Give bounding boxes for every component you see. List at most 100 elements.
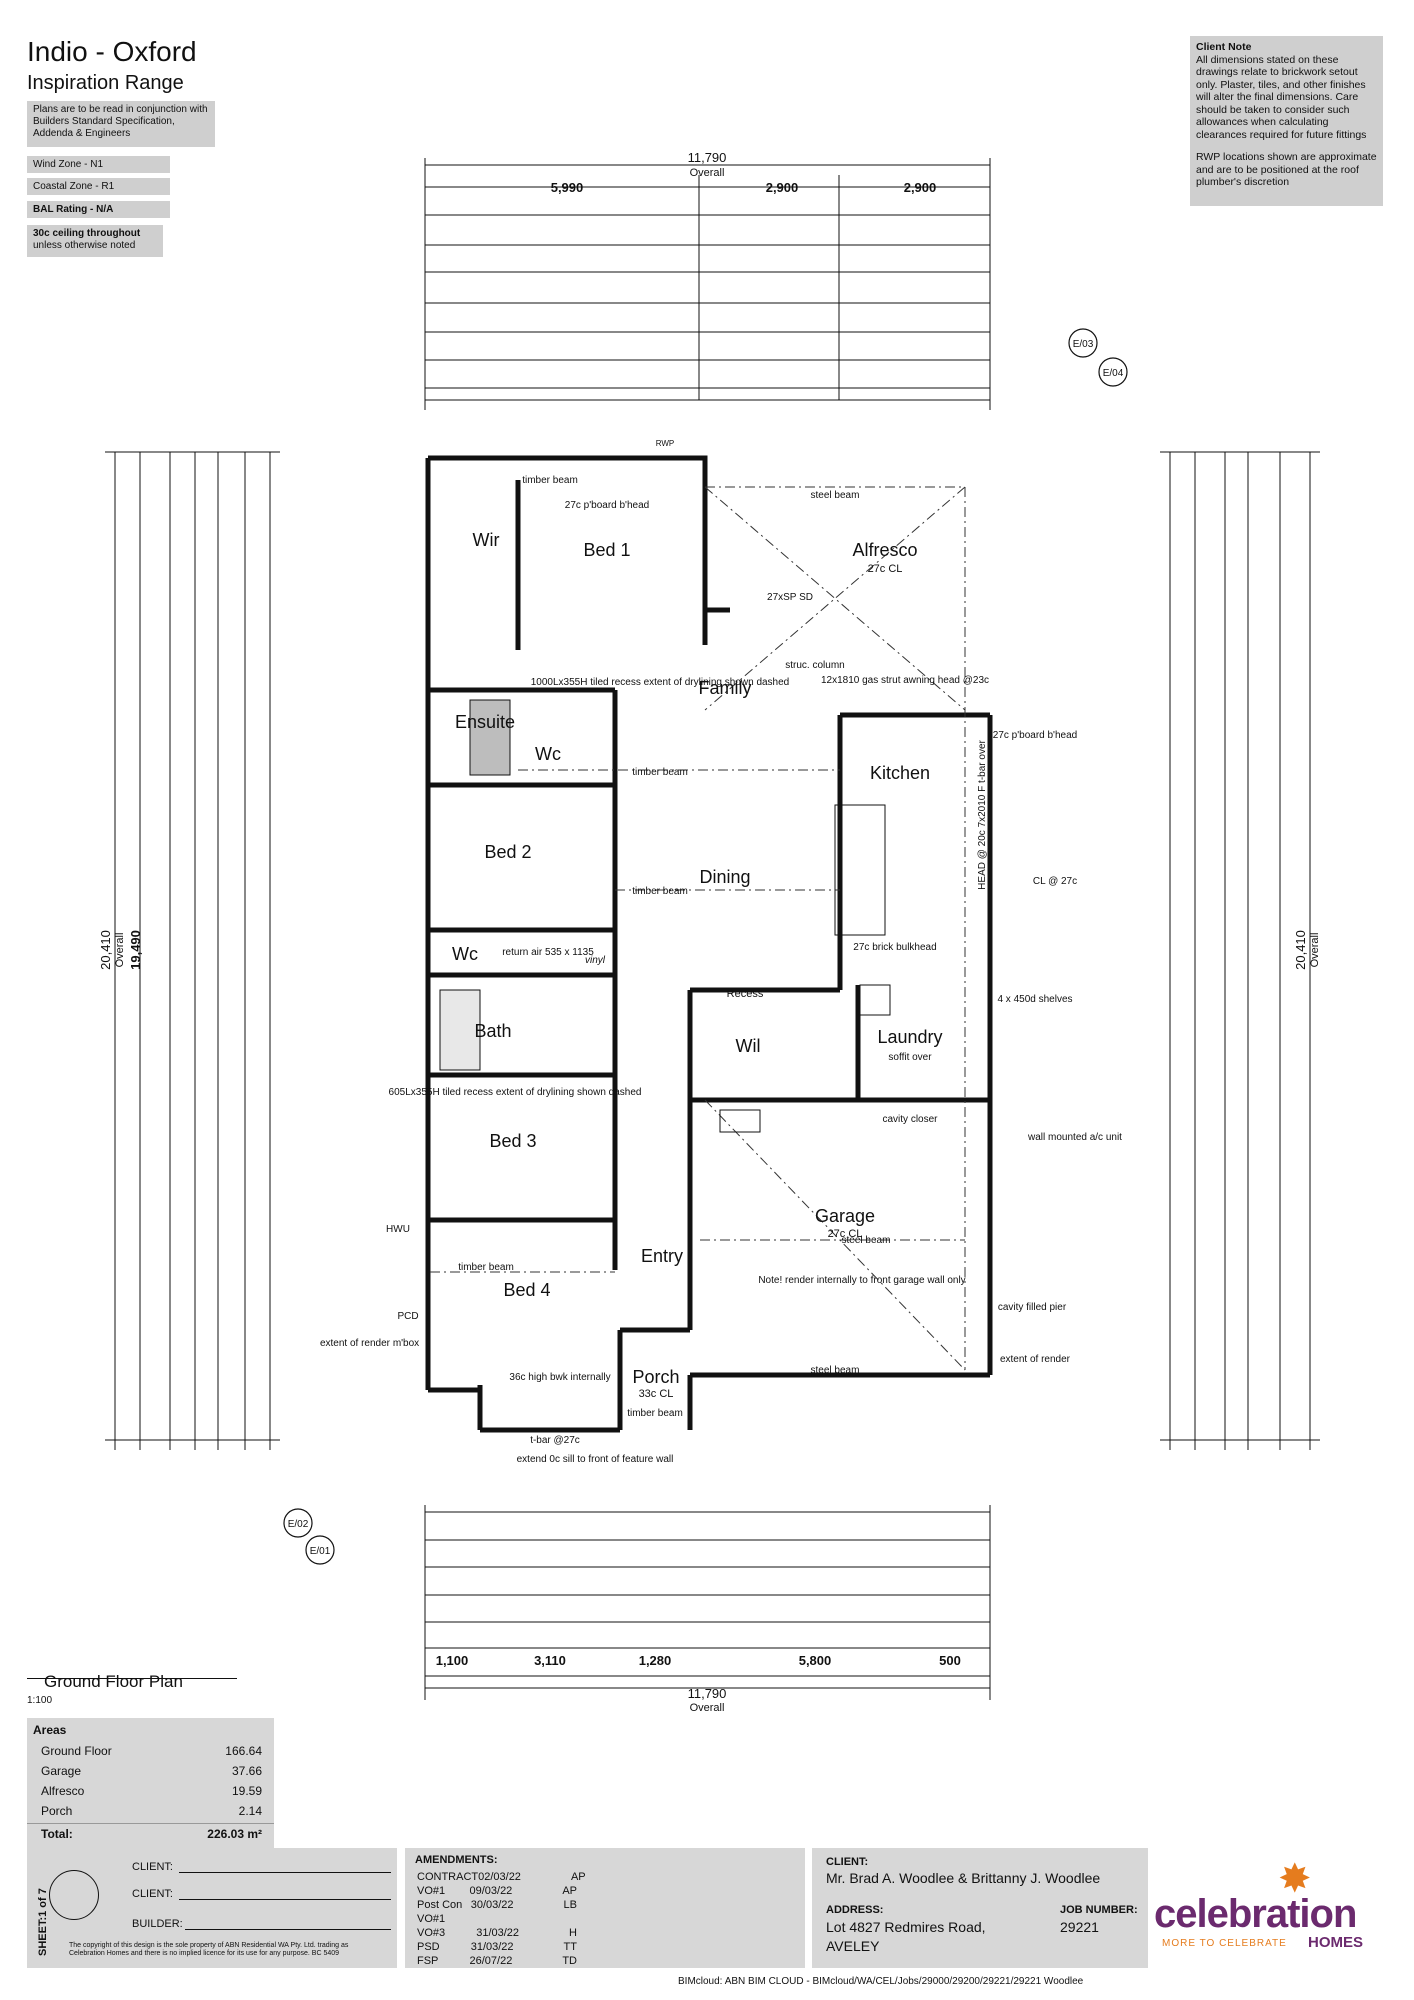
ensuite-shower-floor — [469, 699, 511, 776]
north-arrow-icon — [49, 1870, 99, 1920]
amendment-item: CONTRACT — [417, 1871, 479, 1883]
room-kitchen: Kitchen — [870, 763, 930, 783]
wall-outline-north — [428, 455, 708, 645]
section-marker-e01 — [305, 1535, 335, 1565]
areas-row-value: 37.66 — [231, 1764, 262, 1778]
client-line-2 — [179, 1899, 391, 1900]
room-bath: Bath — [474, 1021, 511, 1041]
note-gas-strut: 12x1810 gas strut awning head @23c — [821, 675, 989, 686]
areas-row: Ground Floor 166.64 — [27, 1741, 274, 1761]
note-tiled-recess-1: 1000Lx355H tiled recess extent of drylin… — [531, 677, 790, 688]
dim-top-segment-2: 2,900 — [766, 180, 799, 195]
amendment-item: Post Con VO#1 — [417, 1899, 463, 1925]
room-bed4: Bed 4 — [503, 1280, 550, 1300]
section-label-e01: E/01 — [310, 1546, 331, 1557]
note-timber-beam-bed4: timber beam — [458, 1262, 514, 1273]
note-extent-render-right: extent of render — [1000, 1354, 1071, 1365]
note-wall-ac: wall mounted a/c unit — [1027, 1132, 1122, 1143]
copyright-note: The copyright of this design is the sole… — [69, 1942, 349, 1957]
logo-wordmark: celebration — [1154, 1892, 1357, 1936]
amendment-item: VO#3 — [417, 1927, 446, 1939]
room-bed2: Bed 2 — [484, 842, 531, 862]
bath-tub — [439, 989, 481, 1071]
note-brick-bulkhead: 27c brick bulkhead — [853, 942, 936, 953]
areas-row-name: Ground Floor — [41, 1744, 112, 1758]
logo-star-icon: ✸ — [1278, 1857, 1312, 1901]
note-struc-column: struc. column — [785, 660, 844, 671]
room-recess: Recess — [727, 988, 764, 1000]
note-timber-beam-family: timber beam — [632, 767, 688, 778]
note-pcd: PCD — [397, 1311, 418, 1322]
note-timber-beam-dining: timber beam — [632, 886, 688, 897]
logo-homes: HOMES — [1308, 1934, 1364, 1951]
builder-label: BUILDER: — [132, 1918, 183, 1930]
dim-overall-depth-right-label: Overall — [1309, 933, 1321, 968]
amendment-by: TD — [562, 1955, 577, 1967]
ceiling-note-rest: unless otherwise noted — [33, 240, 136, 251]
room-bed3: Bed 3 — [489, 1131, 536, 1151]
note-vinyl: vinyl — [585, 955, 606, 966]
note-soffit-over: soffit over — [888, 1052, 932, 1063]
dim-overall-bottom-label: Overall — [690, 1702, 725, 1714]
client-name: Mr. Brad A. Woodlee & Brittanny J. Woodl… — [826, 1870, 1101, 1886]
client-label-1: CLIENT: — [132, 1861, 173, 1873]
areas-total-value: 226.03 m² — [207, 1827, 262, 1841]
dim-bottom-segment-4: 5,800 — [799, 1653, 832, 1668]
note-steel-beam-garage: steel beam — [842, 1235, 891, 1246]
room-alfresco: Alfresco — [852, 540, 917, 560]
note-steel-beam-alfresco: steel beam — [811, 490, 860, 501]
title-block-client: SHEET:1 of 7 CLIENT: CLIENT: BUILDER: Th… — [27, 1848, 397, 1968]
note-cl27: CL @ 27c — [1033, 876, 1077, 887]
sheet-number-text: SHEET:1 of 7 — [37, 1888, 49, 1956]
areas-row-value: 2.14 — [238, 1804, 262, 1818]
areas-row-value: 166.64 — [225, 1744, 262, 1758]
dim-overall-depth-left-label: Overall — [114, 933, 126, 968]
amendment-item: FSP — [417, 1955, 439, 1967]
amendment-item: PSD — [417, 1941, 440, 1953]
areas-total: Total:226.03 m² — [27, 1823, 274, 1844]
amendment-date: 26/07/22 — [469, 1955, 513, 1967]
footer-path: BIMcloud: ABN BIM CLOUD - BIMcloud/WA/CE… — [678, 1976, 1084, 1987]
dim-overall-depth-right: 20,410 — [1293, 930, 1308, 970]
dim-bottom-segment-5: 500 — [939, 1653, 961, 1668]
logo-tagline: MORE TO CELEBRATE — [1162, 1938, 1287, 1949]
dim-overall-depth-left: 20,410 — [98, 930, 113, 970]
note-tiled-recess-2: 605Lx355H tiled recess extent of drylini… — [389, 1087, 642, 1098]
section-marker-e03 — [1068, 328, 1098, 358]
drawing-title: Ground Floor Plan — [44, 1672, 183, 1691]
amendment-date: 31/03/22 — [476, 1927, 520, 1939]
coastal-zone: Coastal Zone - R1 — [27, 178, 170, 195]
room-family: Family — [699, 678, 752, 698]
note-pboard-kitchen: 27c p'board b'head — [993, 730, 1077, 741]
drawing-scale: 1:100 — [27, 1695, 53, 1706]
client-line-1 — [179, 1872, 391, 1873]
amendment-date: 30/03/22 — [470, 1899, 514, 1911]
amendment-by: TT — [563, 1941, 577, 1953]
note-extent-render-left: extent of render — [320, 1338, 391, 1349]
ceiling-note-bold: 30c ceiling throughout — [33, 228, 141, 239]
room-wir: Wir — [473, 530, 500, 550]
section-marker-e04 — [1098, 357, 1128, 387]
note-sill: extend 0c sill to front of feature wall — [517, 1454, 674, 1465]
note-cavity-closer-garage: cavity closer — [882, 1114, 938, 1125]
dim-depth-19490: 19,490 — [128, 930, 143, 970]
note-hwu: HWU — [386, 1224, 410, 1235]
areas-row-name: Garage — [41, 1764, 82, 1778]
client-heading: CLIENT: — [826, 1856, 869, 1868]
dim-overall-bottom: 11,790 — [688, 1686, 727, 1701]
areas-row: Garage 37.66 — [27, 1761, 274, 1781]
job-heading: JOB NUMBER: — [1060, 1904, 1138, 1916]
note-mbox: m'box — [393, 1338, 419, 1349]
client-label-2: CLIENT: — [132, 1888, 173, 1900]
dim-bottom-segment-1: 1,100 — [436, 1653, 469, 1668]
note-head20: HEAD @ 20c 7x2010 F t-bar over — [977, 740, 988, 890]
amendment-by: AP — [562, 1885, 577, 1897]
room-garage-cl: 27c CL — [828, 1228, 863, 1240]
note-timber-beam-porch: timber beam — [627, 1408, 683, 1419]
